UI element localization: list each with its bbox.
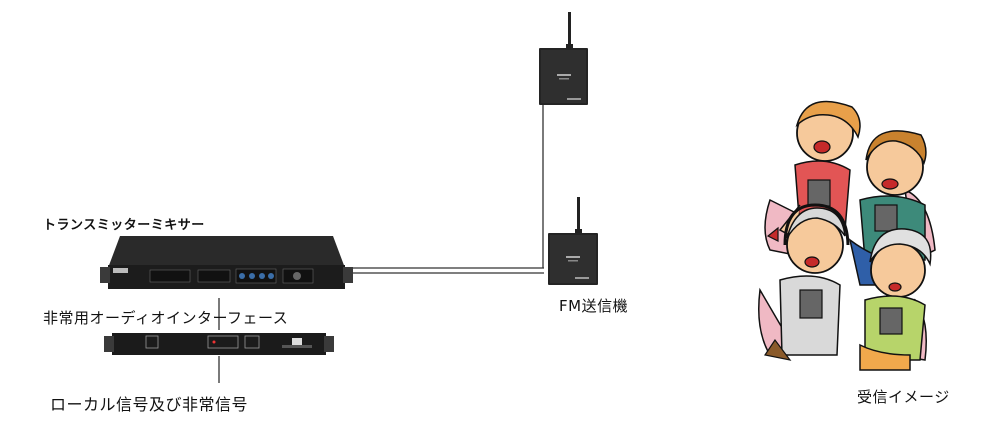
mixer-label: トランスミッターミキサー [43,218,205,233]
local-signal-label: ローカル信号及び非常信号 [50,395,249,414]
fm-transmitter-label: FM送信機 [559,297,629,315]
receive-image-label: 受信イメージ [857,388,950,406]
emergency-interface-label: 非常用オーディオインターフェース [43,309,289,327]
